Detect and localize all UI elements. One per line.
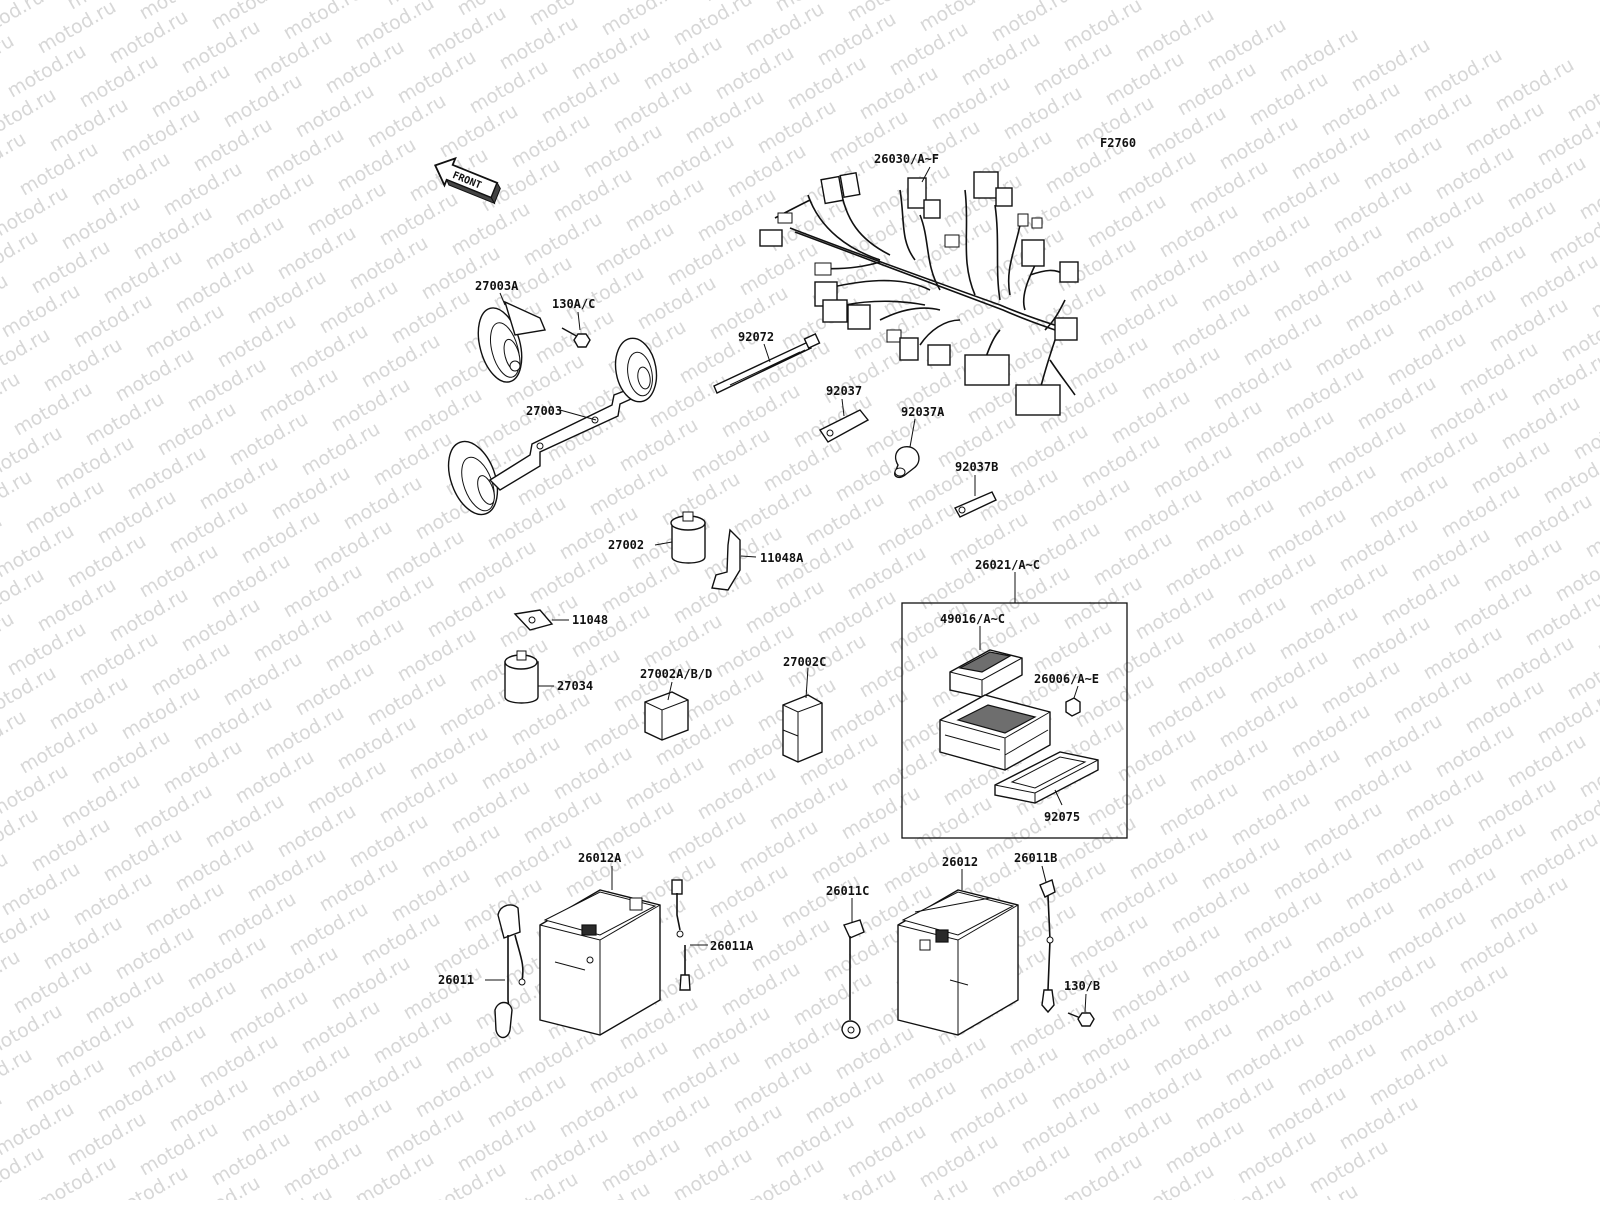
relay-27002 bbox=[671, 512, 705, 563]
label-lead: 26011 bbox=[438, 973, 474, 987]
relay-27034 bbox=[505, 651, 538, 703]
clamp-92037a bbox=[895, 447, 919, 478]
leader-band bbox=[764, 344, 770, 362]
label-bolt-130b: 130/B bbox=[1064, 979, 1100, 993]
relay-27002abd bbox=[645, 692, 688, 740]
label-bracket: 11048 bbox=[572, 613, 608, 627]
label-cover-49016: 49016/A~C bbox=[940, 612, 1005, 626]
label-relay-27034: 27034 bbox=[557, 679, 593, 693]
label-horn: 27003 bbox=[526, 404, 562, 418]
label-bracket-a: 11048A bbox=[760, 551, 804, 565]
label-clamp-a: 92037A bbox=[901, 405, 945, 419]
label-relay-27002c: 27002C bbox=[783, 655, 826, 669]
label-bolt-130ac: 130A/C bbox=[552, 297, 595, 311]
label-clamp-b: 92037B bbox=[955, 460, 998, 474]
label-clamp: 92037 bbox=[826, 384, 862, 398]
label-lead-c: 26011C bbox=[826, 884, 869, 898]
label-cover-92075: 92075 bbox=[1044, 810, 1080, 824]
figure-code: F2760 bbox=[1100, 136, 1136, 150]
cover-49016 bbox=[950, 650, 1022, 697]
label-battery: 26012 bbox=[942, 855, 978, 869]
label-junction-box: 26021/A~C bbox=[975, 558, 1040, 572]
leader-fuse bbox=[1074, 686, 1078, 698]
label-band: 92072 bbox=[738, 330, 774, 344]
fuse-26006 bbox=[1066, 698, 1080, 716]
relay-27002c bbox=[783, 695, 822, 762]
label-fuse: 26006/A~E bbox=[1034, 672, 1099, 686]
label-battery-a: 26012A bbox=[578, 851, 622, 865]
label-lead-a: 26011A bbox=[710, 939, 754, 953]
label-wiring-harness: 26030/A~F bbox=[874, 152, 939, 166]
label-horn-a: 27003A bbox=[475, 279, 519, 293]
label-relay-27002abd: 27002A/B/D bbox=[640, 667, 712, 681]
label-relay-27002: 27002 bbox=[608, 538, 644, 552]
label-lead-b: 26011B bbox=[1014, 851, 1057, 865]
leader-lead-b bbox=[1042, 866, 1046, 882]
